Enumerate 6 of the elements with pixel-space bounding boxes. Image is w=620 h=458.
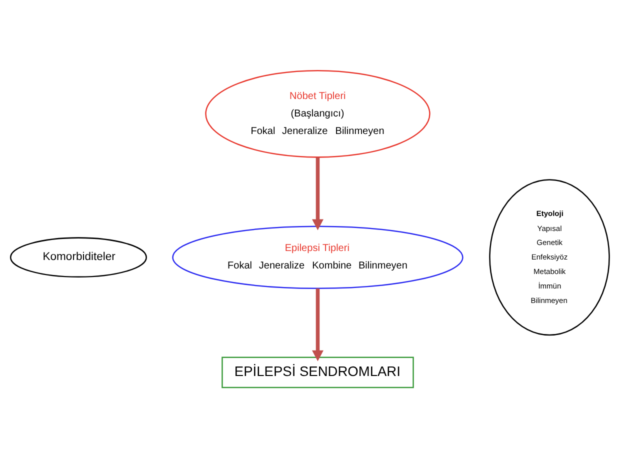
node-ellipse: Komorbiditeler (10, 237, 147, 278)
arrow (312, 157, 324, 230)
node-ellipse: Epilepsi Tipleri Fokal Jeneralize Kombine Bilinmeyen (172, 226, 464, 289)
arrow (312, 288, 324, 362)
node-box: EPİLEPSİ SENDROMLARI (222, 356, 414, 388)
node-ellipse: Nöbet Tipleri (Başlangıcı) Fokal Jeneralize Bilinmeyen (205, 70, 430, 158)
